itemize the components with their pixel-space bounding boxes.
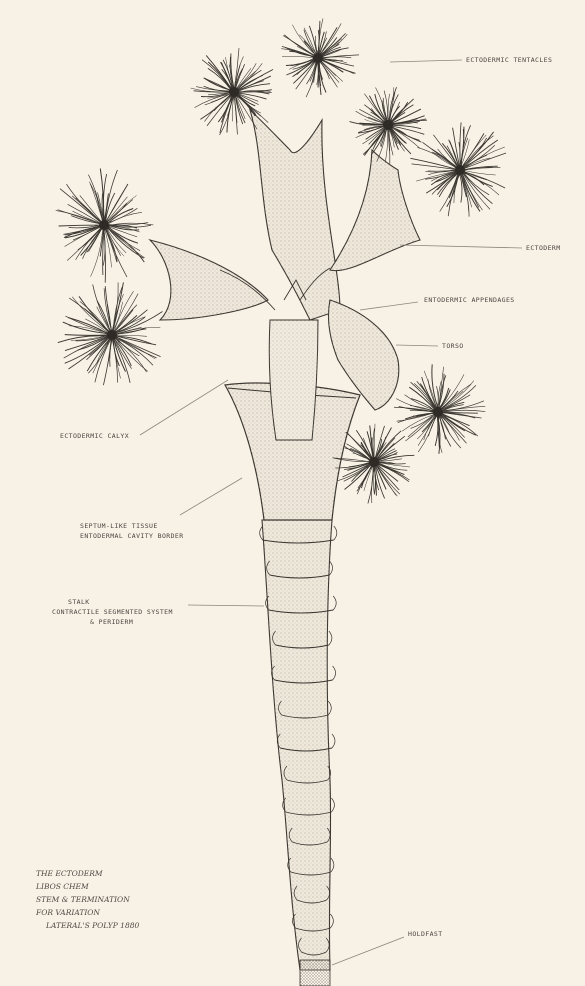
label-septum-like-tissue: SEPTUM-LIKE TISSUE bbox=[80, 522, 158, 530]
label-entodermal-cavity-border: ENTODERMAL CAVITY BORDER bbox=[80, 532, 184, 540]
holdfast-base bbox=[300, 960, 330, 986]
tentacle-strand bbox=[435, 416, 438, 446]
tentacle-cluster bbox=[58, 282, 163, 385]
tentacle-strand bbox=[107, 200, 133, 223]
tentacle-cluster bbox=[56, 169, 154, 283]
tentacle-cluster-core bbox=[229, 87, 239, 97]
tentacle-strand bbox=[375, 426, 384, 458]
label-entodermic-appendages: ENTODERMIC APPENDAGES bbox=[424, 296, 515, 304]
label-torso: TORSO bbox=[442, 342, 464, 350]
tentacle-cluster bbox=[394, 364, 485, 453]
tentacle-strand bbox=[282, 56, 314, 58]
signature-line-2: LIBOS CHEM bbox=[35, 882, 89, 891]
tentacle-strand bbox=[238, 70, 274, 91]
label-ectodermic-calyx: ECTODERMIC CALYX bbox=[60, 432, 129, 440]
tentacle-cluster-core bbox=[313, 53, 323, 63]
signature-line-3: STEM & TERMINATION bbox=[36, 895, 130, 904]
tentacle-cluster-core bbox=[369, 457, 379, 467]
tentacle-strand bbox=[87, 338, 110, 371]
tentacle-strand bbox=[107, 197, 128, 222]
label-ectoderm: ECTODERM bbox=[526, 244, 561, 252]
label-ectodermic-tentacles: ECTODERMIC TENTACLES bbox=[466, 56, 552, 64]
tentacle-strand bbox=[453, 128, 460, 166]
tentacle-cluster bbox=[281, 18, 359, 97]
tentacle-strand bbox=[112, 282, 118, 331]
signature-line-5: LATERAL'S POLYP 1880 bbox=[45, 921, 139, 930]
tentacle-cluster-core bbox=[383, 120, 393, 130]
tentacle-strand bbox=[438, 149, 458, 167]
tentacle-strand bbox=[460, 122, 461, 166]
tentacle-strand bbox=[412, 164, 457, 170]
tentacle-strand bbox=[65, 335, 108, 336]
label-stalk: STALK bbox=[68, 598, 90, 606]
tentacle-cluster-core bbox=[99, 220, 109, 230]
tentacle-cluster-core bbox=[107, 330, 117, 340]
stalk bbox=[260, 520, 337, 986]
tentacle-cluster-core bbox=[433, 407, 443, 417]
tentacle-cluster-core bbox=[455, 165, 465, 175]
tentacle-cluster bbox=[350, 87, 427, 164]
artist-signature: THE ECTODERM LIBOS CHEM STEM & TERMINATI… bbox=[35, 869, 139, 930]
signature-line-1: THE ECTODERM bbox=[36, 869, 103, 878]
tentacle-strand bbox=[59, 225, 100, 226]
tentacle-cluster bbox=[410, 122, 506, 216]
label-contractile-system: CONTRACTILE SEGMENTED SYSTEM bbox=[52, 608, 173, 616]
central-column bbox=[269, 320, 318, 440]
label-holdfast: HOLDFAST bbox=[408, 930, 443, 938]
label-periderm: & PERIDERM bbox=[90, 618, 133, 626]
tentacle-strand bbox=[322, 55, 359, 58]
signature-line-4: FOR VARIATION bbox=[35, 908, 100, 917]
